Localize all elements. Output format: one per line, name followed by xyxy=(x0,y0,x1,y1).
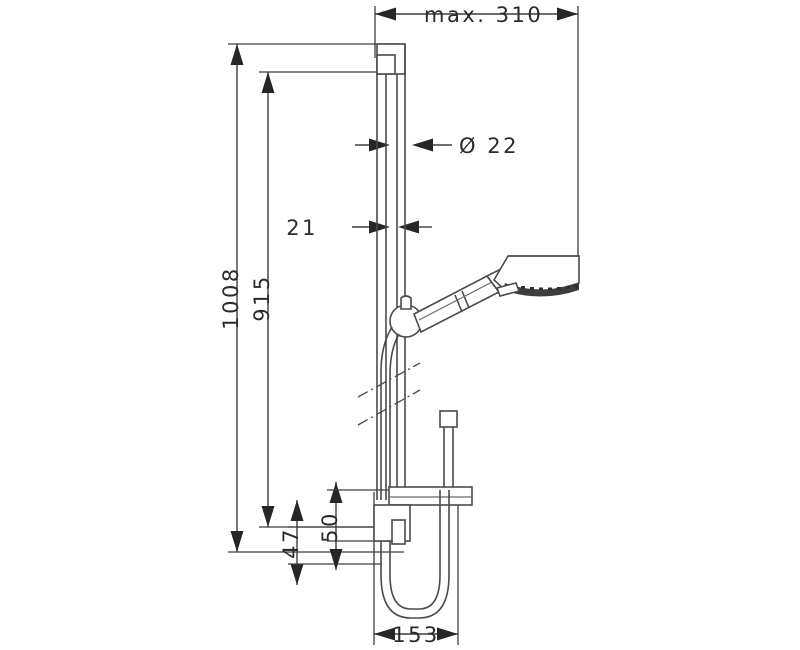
break-line-lower xyxy=(357,389,421,426)
hand-shower xyxy=(412,274,501,334)
arrowhead-top-bracket-offset xyxy=(290,500,304,521)
arrowhead-left-base-width xyxy=(374,627,395,641)
arrowhead-top-overall-height xyxy=(230,44,244,65)
hose-outer-curve xyxy=(380,490,450,619)
dimension-wall-offset xyxy=(352,220,432,234)
hand-shower-grip-ring-1 xyxy=(454,294,463,313)
arrowhead-right-top-width xyxy=(557,7,578,21)
label-rail-height: 915 xyxy=(250,274,274,322)
shower-hose xyxy=(380,490,450,619)
arrowhead-right-base-width xyxy=(437,627,458,641)
dimension-overall-height xyxy=(228,43,404,553)
top-bracket-inner xyxy=(376,54,396,75)
break-line-upper xyxy=(357,362,421,398)
arrowhead-top-rail-height xyxy=(261,72,275,93)
arrowhead-left-wall-offset xyxy=(398,220,419,234)
arrowhead-top-bracket-height xyxy=(329,482,343,503)
slider-arm-outer xyxy=(380,326,393,500)
slider-joint xyxy=(380,295,423,500)
arrowhead-right-wall-offset xyxy=(369,220,390,234)
label-wall-offset: 21 xyxy=(286,216,318,240)
hose-connector xyxy=(439,410,458,490)
shower-head-select-tab xyxy=(495,282,521,297)
arrowhead-bottom-bracket-height xyxy=(329,549,343,570)
arrowhead-left-top-width xyxy=(375,7,396,21)
slider-joint-lever xyxy=(400,295,412,310)
top-wall-bracket xyxy=(376,43,406,75)
arrowhead-right-diameter xyxy=(369,138,390,152)
soap-dish xyxy=(388,486,473,506)
hand-shower-handle-edge xyxy=(418,281,493,321)
dimension-top-width xyxy=(374,6,579,290)
bottom-bracket-tab xyxy=(391,519,406,545)
arrowhead-bottom-overall-height xyxy=(230,531,244,552)
slide-rail xyxy=(376,44,406,500)
label-bracket-height: 50 xyxy=(318,511,342,543)
label-overall-height: 1008 xyxy=(219,266,243,329)
arrowhead-bottom-rail-height xyxy=(261,506,275,527)
shower-head xyxy=(485,255,580,297)
dimension-rail-height xyxy=(259,71,380,528)
label-pipe-diameter: Ø 22 xyxy=(459,134,519,158)
slider-arm-inner xyxy=(389,333,400,500)
break-line xyxy=(357,362,421,426)
bottom-wall-bracket xyxy=(373,486,473,545)
label-base-width: 153 xyxy=(392,623,440,647)
hose-connector-nut xyxy=(439,410,458,428)
label-top-width: max. 310 xyxy=(424,3,543,27)
arrowhead-bottom-bracket-offset xyxy=(290,564,304,585)
hose-inner-curve xyxy=(389,490,441,610)
hand-shower-grip-ring-2 xyxy=(461,290,470,309)
arrowhead-left-diameter xyxy=(412,138,433,152)
label-bracket-offset: 47 xyxy=(279,527,303,559)
dimension-pipe-diameter xyxy=(355,138,452,152)
